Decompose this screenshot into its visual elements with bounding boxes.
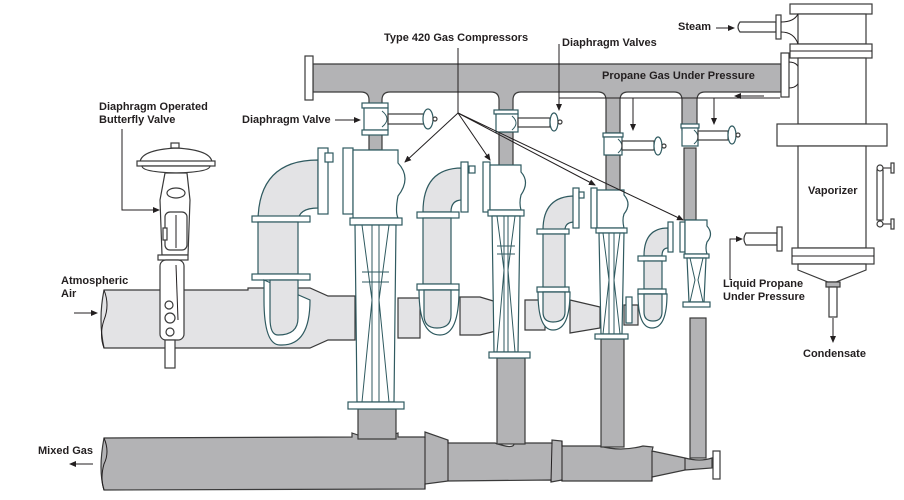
liquid-propane-label: Liquid Propane Under Pressure xyxy=(723,278,805,304)
steam-label: Steam xyxy=(678,21,712,33)
atmospheric-air-label: Atmospheric Air xyxy=(61,275,128,301)
gas-compressor-2 xyxy=(416,161,531,359)
gas-compressor-1 xyxy=(251,147,406,410)
atmospheric-air-label-line1: Atmospheric xyxy=(61,275,129,287)
liquid-propane-label-line2: Under Pressure xyxy=(723,291,805,303)
leader-lines xyxy=(69,25,836,467)
vaporizer xyxy=(737,3,895,318)
diaphragm-operated-butterfly-valve xyxy=(136,142,216,369)
diaphragm-valve-3 xyxy=(602,132,667,156)
mixed-gas-label: Mixed Gas xyxy=(38,445,94,457)
diaphragm-valve-1 xyxy=(361,102,438,136)
butterfly-valve-label-line1: Diaphragm Operated xyxy=(99,101,208,113)
condensate-label: Condensate xyxy=(803,348,866,360)
header-drops xyxy=(368,129,697,221)
atmospheric-air-label-line2: Air xyxy=(61,288,77,300)
propane-gas-header-pipe xyxy=(304,52,801,134)
diaphragm-valve-4 xyxy=(680,123,741,147)
compressors-label: Type 420 Gas Compressors xyxy=(384,32,529,44)
vaporizer-label: Vaporizer xyxy=(808,185,858,197)
propane-gas-label: Propane Gas Under Pressure xyxy=(602,70,755,82)
diaphragm-valve-label: Diaphragm Valve xyxy=(242,114,331,126)
diaphragm-valves-label: Diaphragm Valves xyxy=(562,37,657,49)
gas-compressor-3 xyxy=(536,187,633,340)
butterfly-valve-label-line2: Butterfly Valve xyxy=(99,114,176,126)
butterfly-valve-label: Diaphragm Operated Butterfly Valve xyxy=(99,101,208,127)
liquid-propane-label-line1: Liquid Propane xyxy=(723,278,804,290)
gas-compressor-4 xyxy=(637,219,712,329)
mixed-gas-header-pipe xyxy=(100,431,721,491)
diaphragm-valve-2 xyxy=(493,109,563,133)
discharge-pipes xyxy=(357,317,707,459)
